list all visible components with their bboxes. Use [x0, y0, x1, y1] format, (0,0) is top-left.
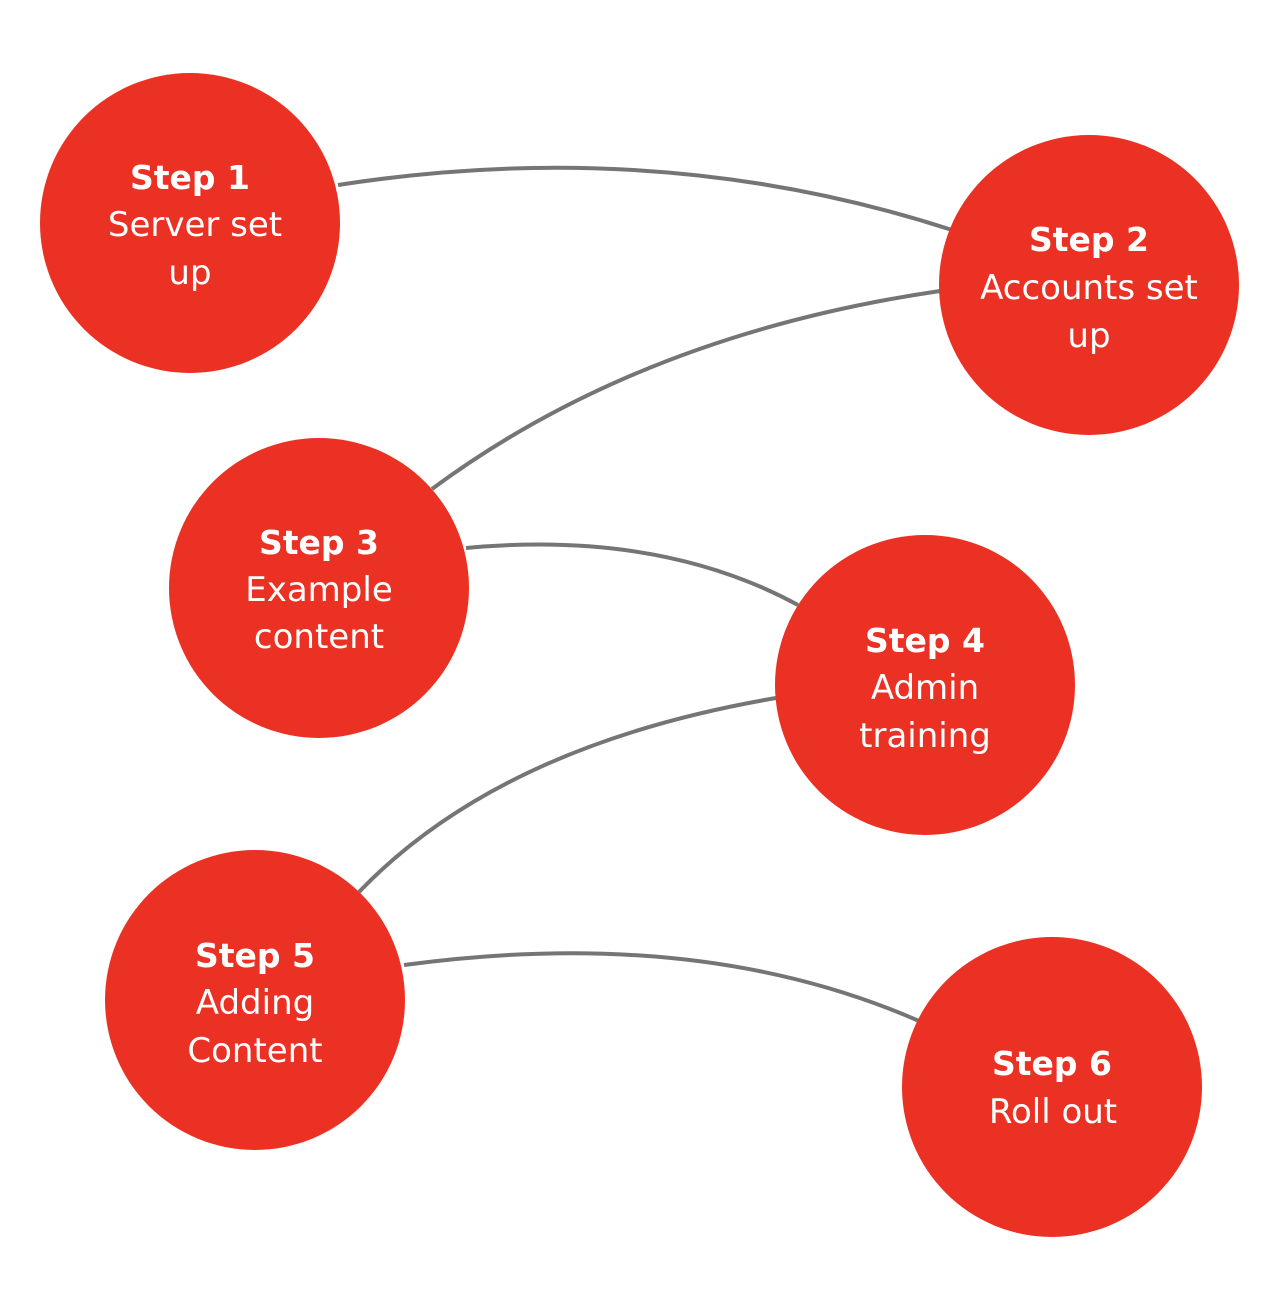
step-circle	[105, 850, 405, 1150]
step-title: Step 3	[259, 523, 379, 562]
step-node-2: Step 2 Accounts set up	[939, 135, 1239, 435]
step-description-line: Example	[245, 570, 393, 610]
step-description-line: content	[254, 617, 384, 657]
step-node-1: Step 1 Server set up	[40, 73, 340, 373]
step-title: Step 5	[195, 936, 315, 975]
connector-step3-step4	[465, 542, 799, 607]
step-node-4: Step 4 Admin training	[775, 535, 1075, 835]
step-title: Step 1	[130, 158, 250, 197]
step-node-3: Step 3 Example content	[169, 438, 469, 738]
step-description-line: Server set	[108, 205, 282, 245]
connectors	[337, 165, 953, 1023]
step-title: Step 4	[865, 621, 985, 660]
step-description-line: training	[859, 716, 991, 756]
step-description-line: up	[1067, 316, 1110, 356]
step-description-line: Content	[187, 1031, 322, 1071]
connector-step2-step3	[430, 289, 941, 491]
connector-step4-step5	[357, 696, 777, 894]
step-node-6: Step 6 Roll out	[902, 937, 1202, 1237]
step-description-line: Accounts set	[980, 268, 1198, 308]
step-circle	[169, 438, 469, 738]
step-description-line: Adding	[196, 983, 314, 1023]
connector-step5-step6	[403, 951, 920, 1023]
connector-step1-step2	[337, 165, 953, 232]
step-circle	[939, 135, 1239, 435]
step-circle	[902, 937, 1202, 1237]
step-title: Step 6	[992, 1044, 1112, 1083]
step-description-line: Admin	[871, 668, 979, 708]
step-title: Step 2	[1029, 220, 1149, 259]
step-circle	[775, 535, 1075, 835]
step-node-5: Step 5 Adding Content	[105, 850, 405, 1150]
step-circle	[40, 73, 340, 373]
step-description-line: up	[168, 253, 211, 293]
step-description-line: Roll out	[989, 1092, 1117, 1132]
